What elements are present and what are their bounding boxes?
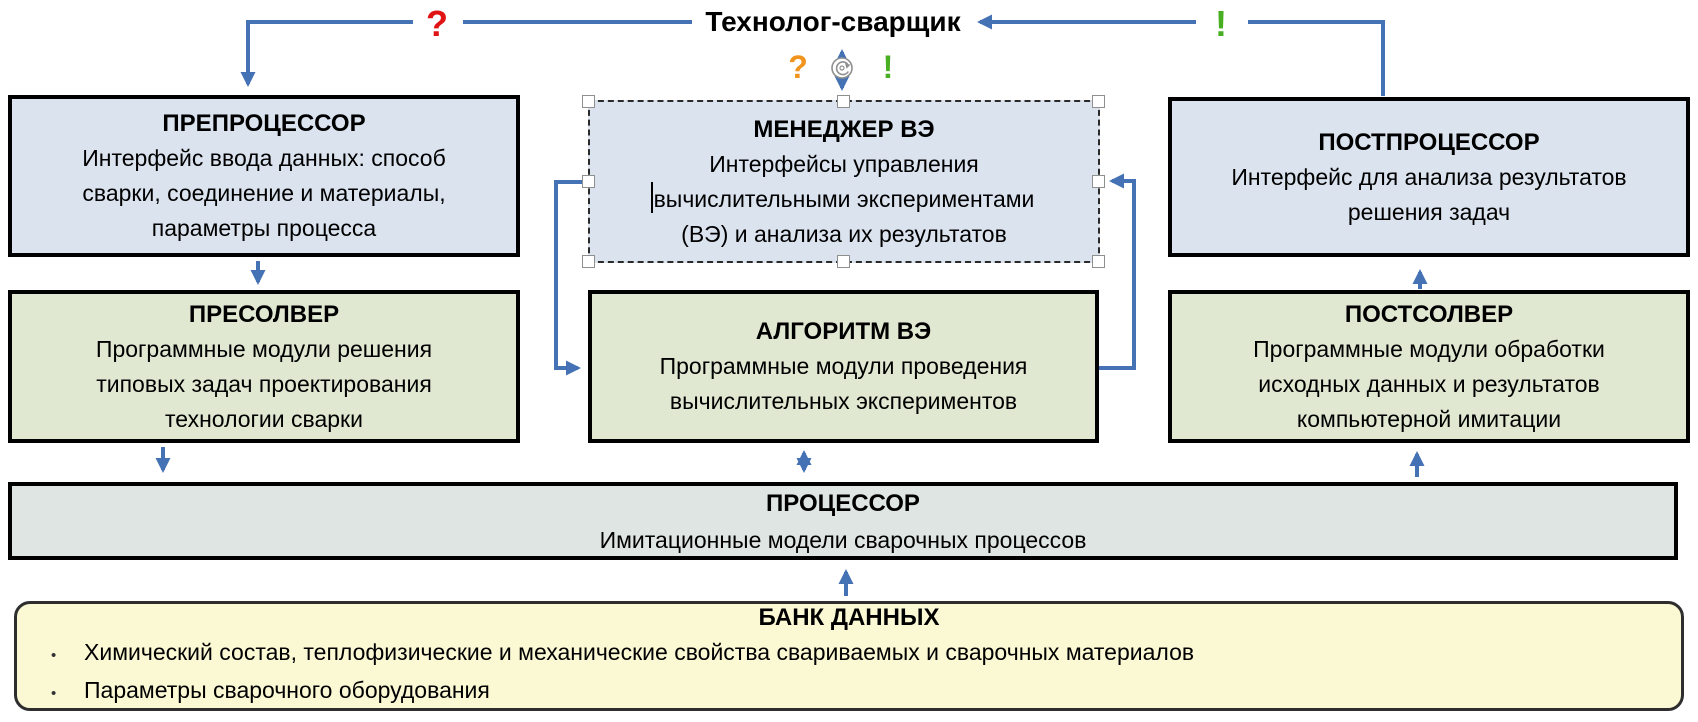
databank-bullet-text: Химический состав, теплофизические и мех… <box>84 639 1195 665</box>
actor-label: Технолог-сварщик <box>705 6 961 37</box>
manager-title: МЕНЕДЖЕР ВЭ <box>753 115 935 143</box>
green-exclaim-center: ! <box>882 49 894 85</box>
selection-handle-n[interactable] <box>837 95 850 108</box>
presolver-line: типовых задач проектирования <box>96 370 432 397</box>
text-caret <box>651 182 653 213</box>
bullet-dot-icon: • <box>51 647 57 664</box>
manager-line: вычислительными экспериментами <box>653 185 1035 212</box>
selection-handle-ne[interactable] <box>1092 95 1105 108</box>
processor-box[interactable]: ПРОЦЕССОР Имитационные модели сварочных … <box>8 482 1678 560</box>
databank-bullet-text: Параметры сварочного оборудования <box>84 677 490 703</box>
postsolver-line: исходных данных и результатов <box>1258 370 1600 397</box>
postsolver-title: ПОСТСОЛВЕР <box>1344 300 1514 328</box>
postsolver-line: Программные модули обработки <box>1253 335 1605 362</box>
postprocessor-line: решения задач <box>1347 198 1511 225</box>
connector-algorithm-manager[interactable] <box>1099 173 1136 370</box>
preprocessor-title: ПРЕПРОЦЕССОР <box>162 110 366 137</box>
postsolver-line: компьютерной имитации <box>1296 405 1562 432</box>
algorithm-line: вычислительных экспериментов <box>669 388 1018 414</box>
presolver-box[interactable]: ПРЕСОЛВЕР Программные модули решения тип… <box>8 290 520 443</box>
connector-postprocessor-actor-seg[interactable] <box>1248 20 1385 96</box>
algorithm-line: Программные модули проведения <box>659 353 1028 379</box>
bullet-dot-icon: • <box>51 685 57 702</box>
manager-line: (ВЭ) и анализа их результатов <box>681 220 1007 247</box>
presolver-line: Программные модули решения <box>95 335 433 362</box>
green-exclaim-right: ! <box>1215 3 1227 44</box>
algorithm-box[interactable]: АЛГОРИТМ ВЭ Программные модули проведени… <box>588 290 1099 443</box>
connector-manager-algorithm[interactable] <box>554 180 588 376</box>
postprocessor-line: Интерфейс для анализа результатов <box>1231 163 1627 190</box>
processor-line: Имитационные модели сварочных процессов <box>599 526 1087 553</box>
databank-bullet-item: • Химический состав, теплофизические и м… <box>17 635 1681 673</box>
postprocessor-title: ПОСТПРОЦЕССОР <box>1318 128 1540 156</box>
preprocessor-line: Интерфейс ввода данных: способ <box>82 145 446 171</box>
manager-line: Интерфейсы управления <box>709 150 979 177</box>
preprocessor-box[interactable]: ПРЕПРОЦЕССОР Интерфейс ввода данных: спо… <box>8 95 520 257</box>
algorithm-title: АЛГОРИТМ ВЭ <box>755 318 932 345</box>
selection-handle-e[interactable] <box>1092 175 1105 188</box>
rotate-handle[interactable] <box>831 57 853 79</box>
selection-handle-nw[interactable] <box>582 95 595 108</box>
manager-box-selected[interactable]: МЕНЕДЖЕР ВЭ Интерфейсы управления вычисл… <box>588 100 1100 263</box>
databank-title: БАНК ДАННЫХ <box>758 604 940 631</box>
preprocessor-line: сварки, соединение и материалы, <box>82 180 446 206</box>
selection-handle-s[interactable] <box>837 255 850 268</box>
databank-box[interactable]: БАНК ДАННЫХ • Химический состав, теплофи… <box>14 601 1684 711</box>
red-question-mark: ? <box>426 3 448 44</box>
databank-bullet-item: • Параметры сварочного оборудования <box>17 673 1681 711</box>
selection-handle-w[interactable] <box>582 175 595 188</box>
postprocessor-box[interactable]: ПОСТПРОЦЕССОР Интерфейс для анализа резу… <box>1168 97 1690 257</box>
preprocessor-line: параметры процесса <box>151 215 377 241</box>
selection-handle-se[interactable] <box>1092 255 1105 268</box>
orange-question-mark: ? <box>788 49 808 85</box>
presolver-title: ПРЕСОЛВЕР <box>188 300 340 328</box>
processor-title: ПРОЦЕССОР <box>766 489 920 517</box>
postsolver-box[interactable]: ПОСТСОЛВЕР Программные модули обработки … <box>1168 290 1690 443</box>
selection-handle-sw[interactable] <box>582 255 595 268</box>
presolver-line: технологии сварки <box>165 405 363 432</box>
connector-actor-preprocessor[interactable] <box>240 20 413 87</box>
